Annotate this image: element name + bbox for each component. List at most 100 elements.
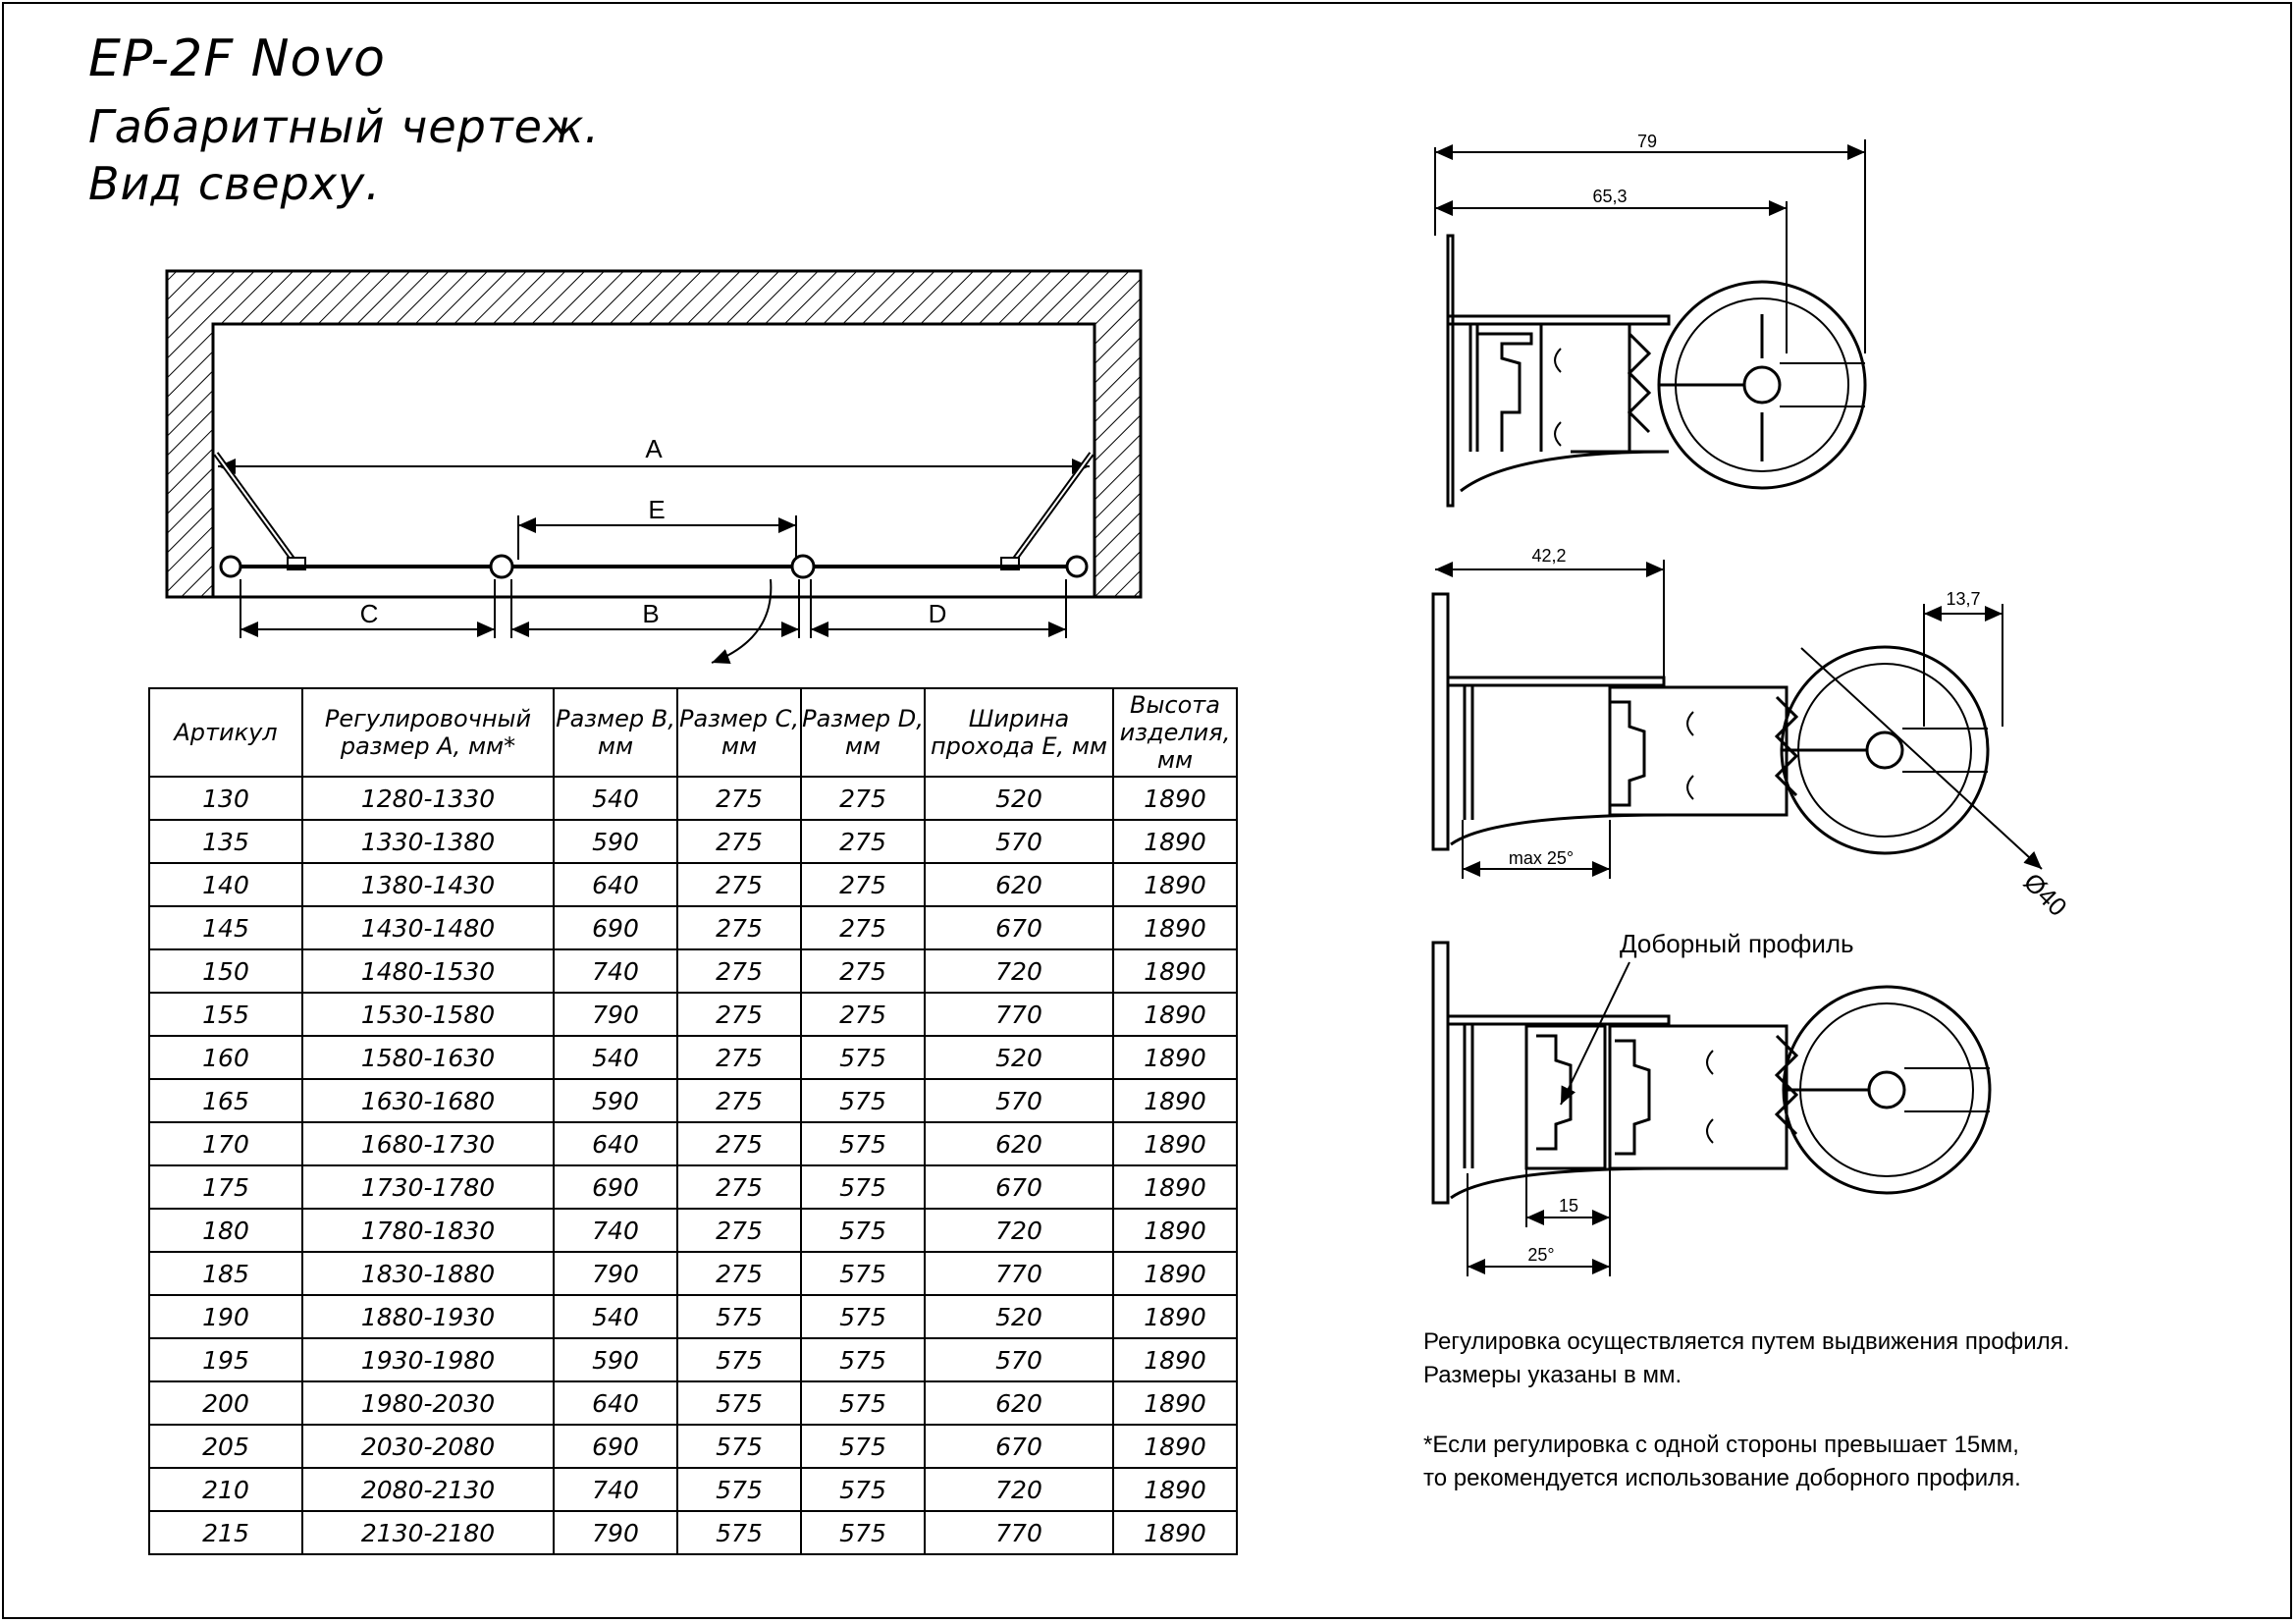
profile-nodes — [219, 554, 1089, 579]
table-cell: 575 — [800, 1208, 926, 1253]
table-cell: 670 — [924, 905, 1114, 950]
dim-42-2: 42,2 — [1531, 546, 1566, 566]
table-cell: 275 — [676, 1208, 802, 1253]
table-cell: 1430-1480 — [301, 905, 555, 950]
table-cell: 1890 — [1112, 1337, 1238, 1382]
table-cell: 720 — [924, 1208, 1114, 1253]
table-cell: 165 — [148, 1078, 303, 1123]
table-cell: 275 — [676, 1121, 802, 1166]
table-cell: 1890 — [1112, 1164, 1238, 1210]
table-cell: 195 — [148, 1337, 303, 1382]
table-cell: 1890 — [1112, 1078, 1238, 1123]
table-cell: 575 — [800, 1121, 926, 1166]
table-cell: 180 — [148, 1208, 303, 1253]
table-cell: 175 — [148, 1164, 303, 1210]
table-cell: 1890 — [1112, 1380, 1238, 1426]
table-cell: 275 — [800, 862, 926, 907]
table-cell: 720 — [924, 1467, 1114, 1512]
table-cell: 1890 — [1112, 862, 1238, 907]
table-cell: 790 — [553, 992, 678, 1037]
table-cell: 1890 — [1112, 948, 1238, 994]
table-cell: 2030-2080 — [301, 1424, 555, 1469]
table-cell: 720 — [924, 948, 1114, 994]
table-cell: 130 — [148, 776, 303, 821]
size-table: Артикул Регулировочный размер А, мм* Раз… — [148, 687, 1238, 1555]
table-cell: 520 — [924, 1035, 1114, 1080]
table-cell: 275 — [676, 1164, 802, 1210]
table-cell: 1580-1630 — [301, 1035, 555, 1080]
drawing-subtitle: Габаритный чертеж. — [88, 100, 601, 153]
table-cell: 740 — [553, 1467, 678, 1512]
table-cell: 1630-1680 — [301, 1078, 555, 1123]
table-cell: 575 — [676, 1510, 802, 1555]
table-cell: 1330-1380 — [301, 819, 555, 864]
dim-13-7: 13,7 — [1946, 589, 1980, 609]
table-cell: 575 — [800, 1467, 926, 1512]
dim-label-e: E — [648, 495, 665, 524]
table-cell: 570 — [924, 1078, 1114, 1123]
table-cell: 575 — [676, 1467, 802, 1512]
table-cell: 640 — [553, 1380, 678, 1426]
table-cell: 1890 — [1112, 905, 1238, 950]
dim-max-25: max 25° — [1509, 848, 1574, 868]
table-cell: 770 — [924, 1510, 1114, 1555]
note-footnote-2: то рекомендуется использование доборного… — [1423, 1465, 2021, 1491]
table-cell: 575 — [800, 1510, 926, 1555]
table-cell: 275 — [676, 905, 802, 950]
door-swing-arrow — [711, 578, 773, 664]
table-cell: 575 — [800, 1294, 926, 1339]
table-cell: 575 — [800, 1337, 926, 1382]
table-cell: 275 — [800, 992, 926, 1037]
table-cell: 690 — [553, 1424, 678, 1469]
col-passage-e: Ширина прохода Е, мм — [924, 687, 1114, 778]
dim-15: 15 — [1559, 1196, 1578, 1216]
table-cell: 570 — [924, 819, 1114, 864]
table-cell: 575 — [676, 1294, 802, 1339]
model-title: EP-2F Novo — [88, 29, 386, 88]
table-cell: 275 — [800, 905, 926, 950]
dim-label-b: B — [642, 599, 659, 628]
table-cell: 275 — [676, 1035, 802, 1080]
table-cell: 1730-1780 — [301, 1164, 555, 1210]
table-cell: 275 — [676, 948, 802, 994]
table-cell: 1530-1580 — [301, 992, 555, 1037]
table-cell: 1890 — [1112, 1251, 1238, 1296]
table-cell: 670 — [924, 1164, 1114, 1210]
profile-section-1 — [1446, 234, 1867, 508]
table-cell: 690 — [553, 905, 678, 950]
table-cell: 770 — [924, 1251, 1114, 1296]
table-cell: 1890 — [1112, 1467, 1238, 1512]
dim-25: 25° — [1527, 1245, 1554, 1265]
table-cell: 170 — [148, 1121, 303, 1166]
profile-section-3 — [1431, 941, 1992, 1205]
table-cell: 1890 — [1112, 819, 1238, 864]
table-cell: 190 — [148, 1294, 303, 1339]
col-article: Артикул — [148, 687, 303, 778]
dim-label-a: A — [645, 434, 663, 463]
table-cell: 1880-1930 — [301, 1294, 555, 1339]
profile-2-dimensions — [1435, 560, 2043, 879]
table-cell: 540 — [553, 776, 678, 821]
table-cell: 275 — [676, 776, 802, 821]
table-cell: 575 — [800, 1380, 926, 1426]
table-cell: 520 — [924, 1294, 1114, 1339]
table-cell: 185 — [148, 1251, 303, 1296]
table-cell: 570 — [924, 1337, 1114, 1382]
table-cell: 150 — [148, 948, 303, 994]
table-cell: 740 — [553, 948, 678, 994]
table-cell: 575 — [676, 1424, 802, 1469]
profile-section-2 — [1431, 592, 1990, 855]
table-cell: 275 — [676, 862, 802, 907]
